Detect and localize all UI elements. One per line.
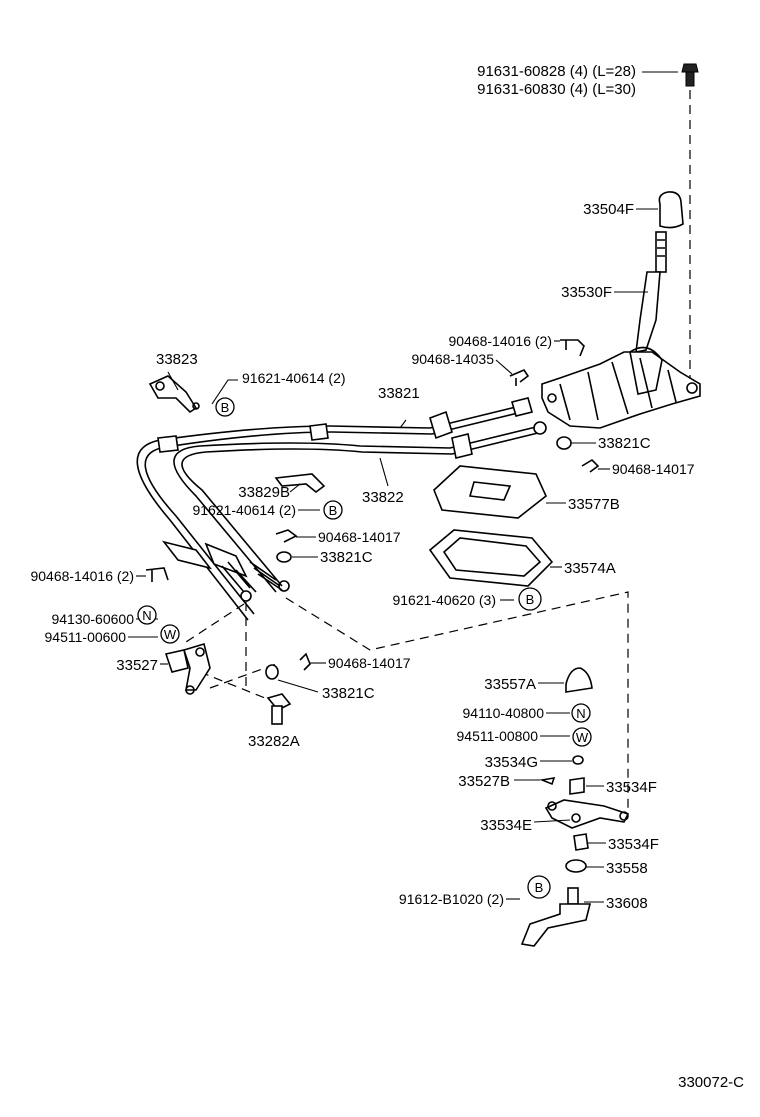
dash-cable-to-lever: [285, 591, 629, 810]
symbol-b-plate: B: [518, 587, 542, 611]
label-94130-60600: 94130-60600: [51, 611, 134, 627]
label-33557A: 33557A: [484, 676, 536, 693]
label-33822: 33822: [362, 489, 404, 506]
symbol-b-mid: B: [323, 500, 343, 520]
label-90468-14016-upper: 90468-14016 (2): [448, 333, 552, 349]
arm-33608-part: [520, 887, 592, 947]
label-33558: 33558: [606, 860, 648, 877]
bushing-33282A-part: [266, 693, 292, 725]
nut-33534G-part: [572, 755, 584, 765]
clamp-33829B-part: [274, 473, 326, 494]
label-90468-14017-upper: 90468-14017: [612, 461, 695, 477]
label-90468-14016-lower: 90468-14016 (2): [30, 568, 134, 584]
pin-90468-14017-mid: [275, 529, 298, 543]
cable-33822-part: [173, 421, 547, 593]
leader-33829B: [289, 483, 301, 493]
dash-cable-end-lower: [185, 602, 247, 690]
leader-33823: [167, 371, 179, 391]
bracket-33823-part: [148, 375, 200, 414]
label-94511-00800: 94511-00800: [457, 728, 539, 744]
bushing-33534F-lower: [573, 833, 589, 851]
symbol-b-upper: B: [215, 397, 235, 417]
label-33608: 33608: [606, 895, 648, 912]
svg-text:W: W: [576, 730, 589, 745]
label-33821: 33821: [378, 385, 420, 402]
label-33821C-lower: 33821C: [322, 685, 375, 702]
leader-33822: [379, 457, 389, 487]
symbol-w-left: W: [160, 624, 180, 644]
leader-33821C-lower: [277, 679, 319, 693]
svg-text:W: W: [164, 627, 177, 642]
label-90468-14035: 90468-14035: [411, 351, 494, 367]
label-33534F-lower: 33534F: [608, 836, 659, 853]
label-33823: 33823: [156, 351, 198, 368]
cap-33557A-part: [565, 667, 593, 693]
washer-33558-part: [565, 859, 587, 873]
label-33534F-upper: 33534F: [606, 779, 657, 796]
label-90468-14017-mid: 90468-14017: [318, 529, 401, 545]
clip-90468-14016-lower: [145, 567, 169, 582]
label-33534G: 33534G: [485, 754, 538, 771]
svg-text:B: B: [526, 592, 535, 607]
label-33829B: 33829B: [238, 484, 290, 501]
label-33534E: 33534E: [480, 817, 532, 834]
shift-knob-part: [658, 191, 684, 229]
symbol-n-right: N: [571, 703, 591, 723]
bolt-part: [681, 63, 699, 87]
cable-33821-part: [136, 397, 533, 621]
symbol-n-left: N: [137, 605, 157, 625]
symbol-w-right: W: [572, 727, 592, 747]
svg-text:N: N: [142, 608, 151, 623]
label-33504F: 33504F: [583, 201, 634, 218]
dash-cross: [199, 663, 277, 701]
pin-90468-14017-lower: [299, 652, 311, 671]
svg-text:B: B: [221, 400, 230, 415]
lever-33527-part: [164, 642, 211, 695]
lever-33534E-part: [544, 799, 630, 829]
leader-33534E: [533, 819, 571, 823]
clip-90468-14016-upper: [560, 339, 585, 357]
symbol-b-lower: B: [527, 875, 551, 899]
bushing-33534F-upper: [569, 777, 585, 795]
label-33577B: 33577B: [568, 496, 620, 513]
label-94511-00600: 94511-00600: [45, 629, 127, 645]
label-90468-14017-lower: 90468-14017: [328, 655, 411, 671]
leader-90468-14035: [495, 359, 513, 375]
label-33527B: 33527B: [458, 773, 510, 790]
shift-lever-part: [635, 231, 667, 354]
pin-90468-14017-upper: [581, 458, 600, 473]
plate-33577B-part: [433, 465, 547, 519]
label-91631-60828: 91631-60828 (4) (L=28): [477, 63, 636, 80]
label-33282A: 33282A: [248, 733, 300, 750]
label-91631-60830: 91631-60830 (4) (L=30): [477, 81, 636, 98]
label-33530F: 33530F: [561, 284, 612, 301]
label-33527: 33527: [116, 657, 158, 674]
label-33821C-mid: 33821C: [320, 549, 373, 566]
gasket-33574A-part: [428, 529, 554, 587]
leader-33821: [399, 419, 407, 429]
svg-text:B: B: [535, 880, 544, 895]
label-91612-B1020: 91612-B1020 (2): [399, 891, 504, 907]
leader-91621-40614-upper: [211, 379, 238, 405]
label-91621-40620: 91621-40620 (3): [392, 592, 496, 608]
pin-33527B-part: [539, 776, 556, 786]
label-91621-40614-mid: 91621-40614 (2): [192, 502, 296, 518]
pin-90468-14035: [509, 369, 530, 386]
figure-code: 330072-C: [678, 1074, 744, 1091]
svg-text:B: B: [329, 503, 338, 518]
label-33821C-upper: 33821C: [598, 435, 651, 452]
washer-33821C-mid: [276, 551, 292, 563]
label-33574A: 33574A: [564, 560, 616, 577]
svg-text:N: N: [576, 706, 585, 721]
lever-housing-part: [541, 346, 701, 429]
label-94110-40800: 94110-40800: [463, 705, 545, 721]
label-91621-40614-upper: 91621-40614 (2): [242, 370, 346, 386]
washer-33821C-lower: [265, 664, 279, 680]
washer-33821C-upper: [556, 436, 572, 450]
cable-ends-part: [161, 540, 290, 602]
